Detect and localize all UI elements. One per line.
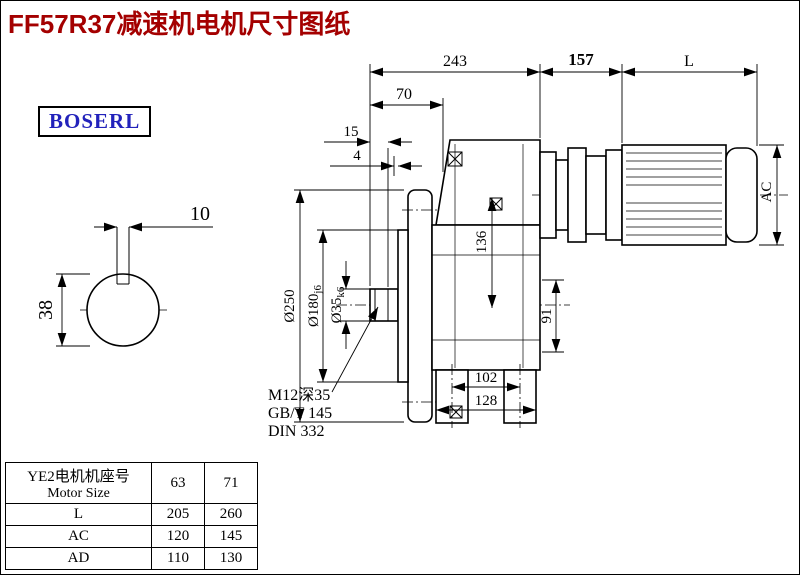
row-AC-v1: 120	[151, 525, 205, 548]
header-en: Motor Size	[47, 485, 110, 501]
shaft-end-view: 10 38	[35, 203, 213, 347]
fan-cover	[725, 147, 758, 243]
note-tapped-hole: M12深35	[268, 386, 330, 404]
motor-size-table: YE2电机机座号 Motor Size 63 71 L 205 260 AC 1…	[5, 462, 258, 570]
dim-shaft-dia: 38	[35, 300, 57, 320]
dim-4: 4	[353, 148, 361, 164]
dim-pilot-tol: j6	[312, 285, 324, 295]
vertical-dimensions: 136 91 AC	[474, 144, 784, 353]
notes: M12深35 GB/T 145 DIN 332	[268, 306, 379, 440]
dim-91: 91	[539, 309, 555, 324]
diameter-dimensions: Ø250 Ø180j6 Ø35k6	[282, 189, 404, 423]
dim-shaft-tol: k6	[335, 286, 347, 298]
bottom-dimensions: 102 128	[436, 370, 536, 415]
dim-pilot-base: Ø180	[306, 294, 322, 327]
row-label-L: L	[5, 503, 152, 526]
note-standard-din: DIN 332	[268, 423, 324, 440]
table-row: AD 110 130	[5, 547, 258, 570]
motor-body	[621, 144, 727, 246]
row-L-v2: 260	[204, 503, 258, 526]
mounting-flange	[397, 189, 438, 423]
row-AC-v2: 145	[204, 525, 258, 548]
dim-L: L	[684, 53, 694, 70]
dim-128: 128	[475, 393, 498, 409]
page-title: FF57R37减速机电机尺寸图纸	[8, 9, 351, 39]
dim-102: 102	[475, 370, 498, 386]
dim-pilot-dia: Ø180j6	[306, 285, 324, 327]
table-row: AC 120 145	[5, 525, 258, 548]
dim-243: 243	[443, 53, 467, 70]
dim-70: 70	[396, 86, 412, 103]
motor-adapter	[532, 147, 788, 243]
header-motor-size: YE2电机机座号 Motor Size	[5, 462, 152, 504]
dim-157: 157	[568, 50, 594, 69]
technical-drawing: 10 38	[35, 50, 788, 440]
shaft-circle	[86, 273, 160, 347]
row-L-v1: 205	[151, 503, 205, 526]
dim-shaft-fit: Ø35k6	[329, 286, 347, 323]
dim-AC: AC	[759, 182, 775, 203]
dim-shaft-base: Ø35	[329, 298, 345, 324]
note-standard-gbt: GB/T 145	[268, 405, 332, 422]
dim-flange-od: Ø250	[282, 289, 298, 322]
top-dimensions: 243 157 L 70 15 4	[324, 50, 758, 287]
table-row: L 205 260	[5, 503, 258, 526]
dim-15: 15	[344, 124, 359, 140]
size-col-71: 71	[204, 462, 258, 504]
header-cn: YE2电机机座号	[27, 468, 130, 485]
dim-136: 136	[474, 230, 490, 253]
motor	[621, 144, 758, 246]
row-AD-v1: 110	[151, 547, 205, 570]
dim-key-width: 10	[190, 203, 210, 225]
table-header-row: YE2电机机座号 Motor Size 63 71	[5, 462, 258, 504]
row-label-AD: AD	[5, 547, 152, 570]
row-label-AC: AC	[5, 525, 152, 548]
row-AD-v2: 130	[204, 547, 258, 570]
size-col-63: 63	[151, 462, 205, 504]
brand-logo: BOSERL	[38, 106, 152, 137]
oil-plug-icon	[447, 151, 463, 167]
